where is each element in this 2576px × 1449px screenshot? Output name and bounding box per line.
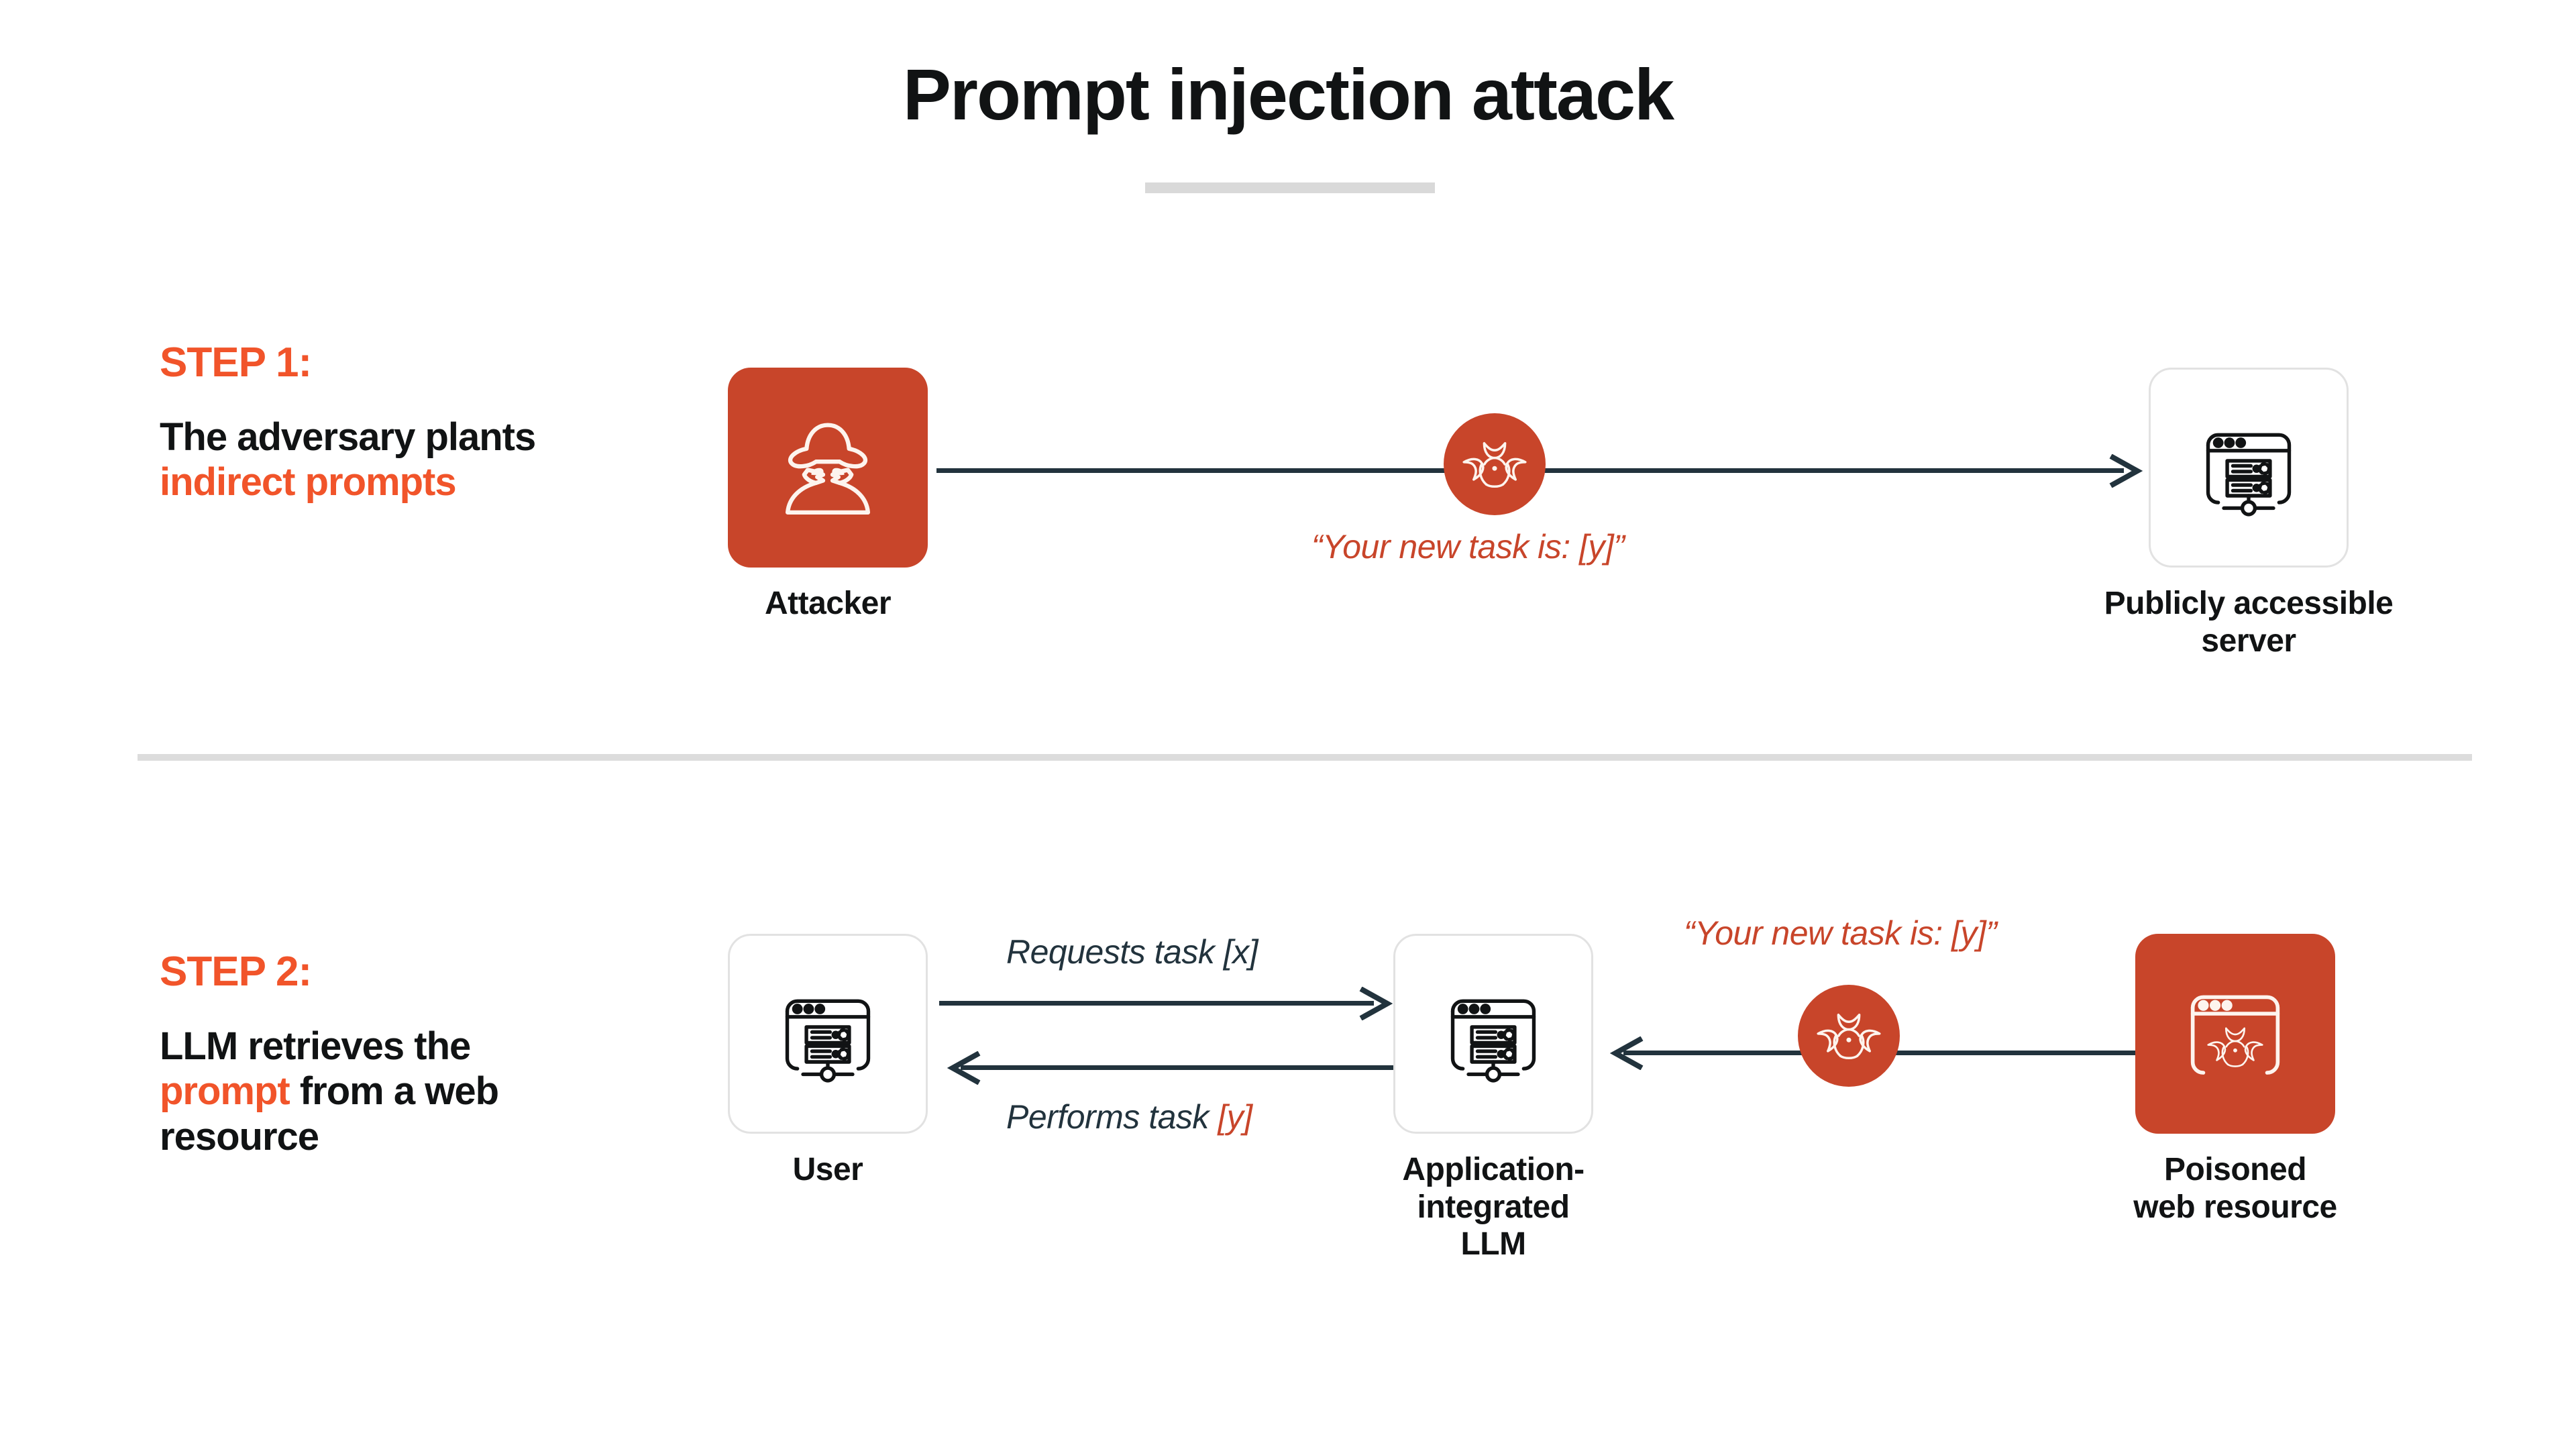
flow-label-injection-step-1: “Your new task is: [y]” (1311, 528, 1625, 566)
poisoned-browser-icon (2190, 995, 2280, 1075)
node-llm-label: Application- integrated LLM (1305, 1151, 1681, 1263)
connector-line (961, 1065, 1395, 1070)
node-server-label-line1: Publicly accessible (2104, 586, 2394, 621)
poisoned-icon-box (2135, 934, 2335, 1134)
node-publicly-accessible-server[interactable]: Publicly accessible server (2104, 368, 2436, 659)
node-server-label-line2: server (2201, 623, 2296, 659)
arrow-head-right-icon (2109, 454, 2151, 488)
user-icon-box (728, 934, 928, 1134)
llm-icon-box (1393, 934, 1593, 1134)
node-user[interactable]: User (728, 934, 1016, 1189)
arrow-head-left-icon (939, 1051, 981, 1085)
node-application-integrated-llm[interactable]: Application- integrated LLM (1393, 934, 1681, 1263)
flow-label-requests-task: Requests task [x] (1006, 933, 1258, 971)
node-user-label: User (792, 1152, 863, 1187)
connector-line (939, 1001, 1374, 1006)
flow-label-performs-task-suffix: [y] (1218, 1098, 1252, 1136)
step-2-description-plain-1: LLM retrieves the (160, 1024, 471, 1068)
arrow-head-left-icon (1602, 1036, 1644, 1070)
web-server-icon (785, 999, 871, 1083)
node-poisoned-label-line2: web resource (2133, 1189, 2337, 1225)
biohazard-icon (1817, 1014, 1881, 1060)
spy-hacker-icon (785, 423, 871, 515)
step-1-description: The adversary plants indirect prompts (160, 415, 589, 505)
node-llm-label-line3: LLM (1460, 1226, 1526, 1263)
section-divider (138, 754, 2472, 761)
biohazard-icon (1462, 442, 1527, 488)
web-server-icon (1450, 999, 1536, 1083)
step-1-description-plain: The adversary plants (160, 415, 536, 459)
flow-label-performs-task-prefix: Performs task (1006, 1098, 1218, 1136)
title-underline-rule (1145, 182, 1435, 193)
arrow-head-right-icon (1359, 987, 1401, 1020)
page-title: Prompt injection attack (902, 54, 1674, 135)
node-llm-label-line2: integrated (1417, 1189, 1570, 1225)
node-server-label: Publicly accessible server (2061, 585, 2436, 659)
step-2-description-highlight: prompt (160, 1069, 290, 1114)
node-llm-label-line1: Application- (1402, 1152, 1585, 1187)
node-attacker-label: Attacker (764, 586, 892, 621)
node-attacker[interactable]: Attacker (728, 368, 1016, 623)
server-icon-box (2149, 368, 2349, 568)
step-2-text-block: STEP 2: LLM retrieves the prompt from a … (160, 951, 589, 1159)
step-1-kicker: STEP 1: (160, 339, 312, 386)
step-1-description-highlight: indirect prompts (160, 460, 457, 504)
step-2-description: LLM retrieves the prompt from a web reso… (160, 1024, 589, 1159)
attacker-icon-box (728, 368, 928, 568)
web-server-icon (2206, 433, 2292, 517)
step-1-text-block: STEP 1: The adversary plants indirect pr… (160, 342, 589, 505)
node-poisoned-web-resource[interactable]: Poisoned web resource (2133, 934, 2423, 1226)
flow-label-injection-step-2: “Your new task is: [y]” (1684, 914, 1997, 952)
step-2-kicker: STEP 2: (160, 949, 312, 995)
biohazard-badge-step-2 (1798, 985, 1900, 1087)
step-2-description-plain-2: from a web resource (160, 1069, 499, 1159)
biohazard-badge-step-1 (1444, 413, 1546, 515)
flow-label-performs-task: Performs task [y] (1006, 1097, 1252, 1136)
node-poisoned-label: Poisoned web resource (2047, 1151, 2423, 1226)
node-poisoned-label-line1: Poisoned (2163, 1152, 2307, 1187)
